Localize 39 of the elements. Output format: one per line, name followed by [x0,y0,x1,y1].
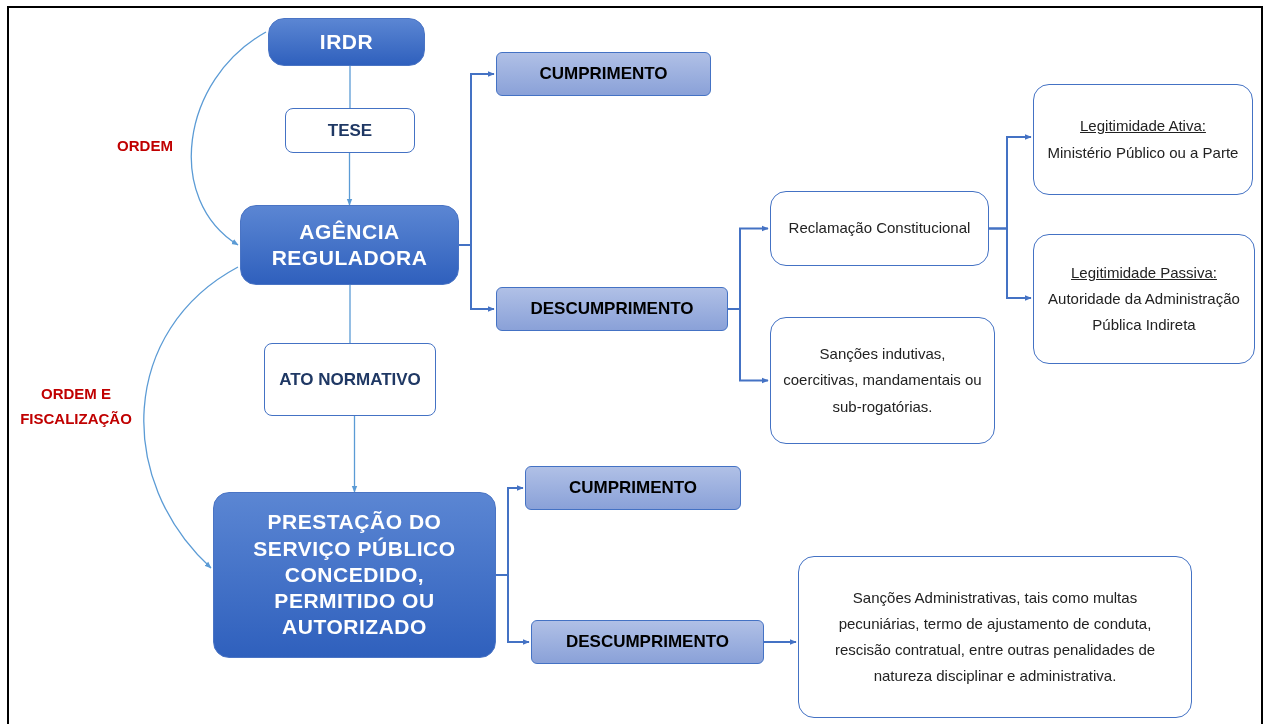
node-text: PRESTAÇÃO DO SERVIÇO PÚBLICO CONCEDIDO, PERMITIDO OU AUTORIZADO [252,509,457,641]
node-text: Reclamação Constitucional [788,218,971,239]
node-text: Legitimidade Passiva: Autoridade da Administração Pública Indireta [1047,262,1241,336]
process-box [213,492,496,658]
edge-label: ORDEM E FISCALIZAÇÃO [19,384,133,429]
connector-arrow [763,639,797,645]
connector-arrow [727,308,769,384]
connector-arrow [458,244,495,312]
node-text: AGÊNCIA REGULADORA [270,218,429,271]
process-box [525,466,741,510]
node-text: DESCUMPRIMENTO [530,298,694,321]
node-text: TESE [327,119,373,142]
connector-arrow [988,227,1032,301]
node-text: ATO NORMATIVO [279,368,421,391]
process-box [264,343,436,416]
process-box [798,556,1192,718]
node-text: Legitimidade Ativa: Ministério Público ou a Parte [1046,116,1240,163]
process-box [268,18,425,66]
process-box [770,317,995,444]
process-box [1033,84,1253,195]
connector-arrow [346,152,353,206]
process-box [496,287,728,331]
node-text: CUMPRIMENTO [568,477,698,500]
node-text: DESCUMPRIMENTO [565,631,730,654]
process-box [770,191,989,266]
connector-arrow [351,415,358,493]
connector-arrow [495,574,530,645]
edge-label: ORDEM [116,136,174,156]
node-text: IRDR [319,28,374,55]
process-box [240,205,459,285]
node-text: Sanções indutivas, coercitivas, mandamentais ou sub-rogatórias. [783,344,982,417]
process-box [1033,234,1255,364]
process-box [496,52,711,96]
process-box [531,620,764,664]
process-box [285,108,415,153]
node-text: Sanções Administrativas, tais como multas pecuniárias, termo de ajustamento de conduta, rescisão contratual, entre outras penalidades de natureza disciplinar e administrativa. [833,587,1157,687]
node-text: CUMPRIMENTO [539,63,668,86]
connector-arrow [143,266,239,569]
connector-arrow [190,31,267,246]
